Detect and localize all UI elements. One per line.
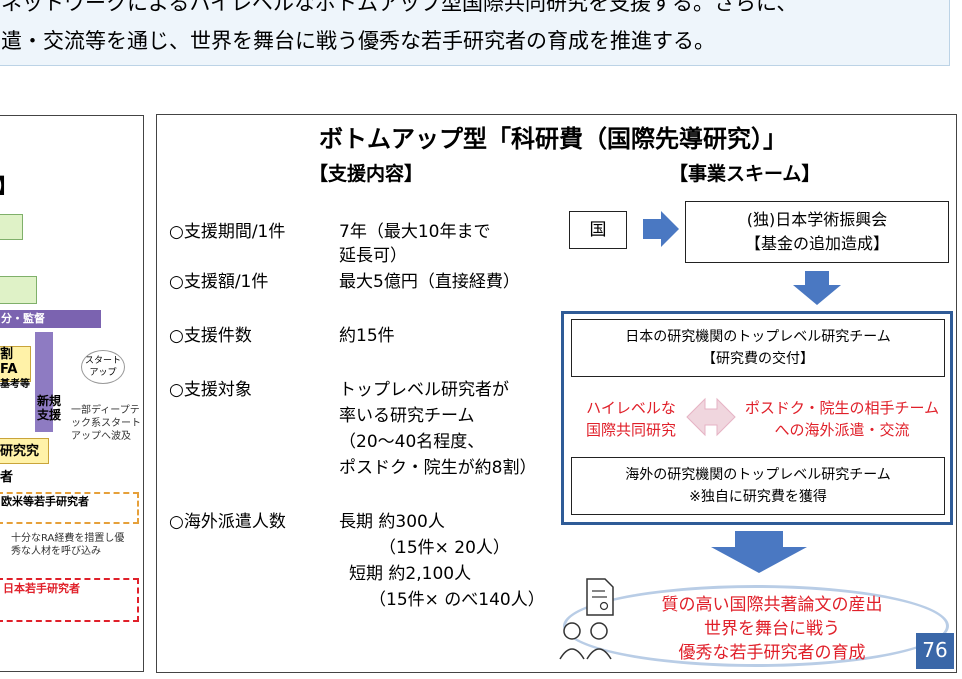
item-dispatch-value-4: （15件× のべ140人） (369, 590, 545, 610)
overseas-team-box: 海外の研究機関のトップレベル研究チーム ※独自に研究費を獲得 (571, 457, 945, 515)
left-bracket: 】 (0, 170, 17, 199)
intl-collab-text: ハイレベルな 国際共同研究 (571, 397, 691, 441)
researchers-icon (559, 622, 612, 660)
right-arrow-icon (643, 211, 679, 247)
jsps-label: (独)日本学術振興会 (746, 210, 888, 229)
green-box-1 (0, 214, 23, 240)
fund-label: 【基金の追加造成】 (744, 234, 889, 253)
main-title: ボトムアップ型「科研費（国際先導研究）」 (319, 125, 787, 153)
main-panel: ボトムアップ型「科研費（国際先導研究）」 【支援内容】 【事業スキーム】 ○支援… (156, 114, 957, 673)
western-researchers-box: 欧米等若手研究者 (0, 492, 139, 524)
item-target-value-4: ポスドク・院生が約8割） (339, 458, 537, 478)
outcome-line-1: 質の高い国際共著論文の産出 (661, 595, 883, 615)
item-dispatch-value-2: （15件× 20人） (379, 538, 510, 558)
ra-note: 十分なRA経費を措置し優秀な人材を呼び込み (11, 533, 125, 557)
intl-collab-line-2: 国際共同研究 (585, 421, 676, 439)
item-target-value: トップレベル研究者が (339, 380, 509, 400)
purple-arrow (35, 332, 53, 432)
item-target-value-2: 率いる研究チーム (339, 406, 475, 426)
overseas-note: ※独自に研究費を獲得 (689, 489, 827, 505)
new-support-label: 新規支援 (37, 394, 62, 422)
fa-label: 割FA (0, 347, 18, 377)
outcome-line-3: 優秀な若手研究者の育成 (678, 643, 866, 663)
outcome-line-2: 世界を舞台に戦う (704, 619, 840, 639)
overseas-team-label: 海外の研究機関のトップレベル研究チーム (625, 467, 891, 483)
item-count-value: 約15件 (339, 326, 395, 346)
green-box-2 (0, 276, 37, 304)
dispatch-line-1: ポスドク・院生の相手チーム (744, 399, 940, 417)
intro-line-1: ネットワークによるハイレベルなボトムアップ型国際共同研究を支援する。さらに、 (1, 0, 798, 15)
deeptech-note: 一部ディープテック系スタートアップへ波及 (71, 405, 141, 442)
item-count-label: ○支援件数 (169, 326, 252, 346)
scheme-heading: 【事業スキーム】 (669, 163, 821, 185)
jsps-box: (独)日本学術振興会 【基金の追加造成】 (685, 201, 949, 263)
support-heading: 【支援内容】 (309, 163, 424, 185)
intl-collab-line-1: ハイレベルな (586, 399, 676, 417)
left-panel: 】 分・監督 割FA 基考等 新規支援 スタートアップ 一部ディープテック系スタ… (0, 115, 144, 672)
item-target-label: ○支援対象 (169, 380, 252, 400)
researcher-box: 研究究者 (0, 438, 49, 485)
page-number-badge: 76 (916, 633, 954, 669)
big-down-arrow-icon (711, 531, 807, 573)
fa-sub: 基考等 (0, 379, 30, 390)
intro-banner: ネットワークによるハイレベルなボトムアップ型国際共同研究を支援する。さらに、 遣… (0, 0, 950, 66)
item-period-value: 7年（最大10年まで (339, 222, 491, 242)
exchange-arrows-icon (686, 397, 736, 437)
grant-label: 【研究費の交付】 (702, 351, 814, 367)
outcome-ellipse (563, 585, 949, 667)
item-target-value-3: （20～40名程度、 (339, 432, 485, 452)
item-amount-value: 最大5億円（直接経費） (339, 272, 520, 292)
intro-line-2: 遣・交流等を通じ、世界を舞台に戦う優秀な若手研究者の育成を推進する。 (1, 29, 715, 53)
country-box: 国 (569, 211, 627, 249)
down-arrow-icon (793, 271, 841, 305)
collaboration-frame (561, 311, 953, 525)
item-dispatch-value-3: 短期 約2,100人 (349, 564, 472, 584)
fa-box: 割FA 基考等 (0, 346, 31, 390)
item-amount-label: ○支援額/1件 (169, 272, 269, 292)
item-period-value-2: 延長可） (339, 246, 407, 266)
japanese-researchers-box: 日本若手研究者 (0, 578, 139, 622)
item-period-label: ○支援期間/1件 (169, 222, 286, 242)
jp-team-box: 日本の研究機関のトップレベル研究チーム 【研究費の交付】 (571, 319, 945, 377)
supervision-bar: 分・監督 (0, 310, 101, 328)
outcome-text: 質の高い国際共著論文の産出 世界を舞台に戦う 優秀な若手研究者の育成 (627, 593, 917, 665)
item-dispatch-label: ○海外派遣人数 (169, 512, 286, 532)
dispatch-line-2: への海外派遣・交流 (774, 421, 910, 439)
paper-icon (586, 578, 614, 616)
dispatch-text: ポスドク・院生の相手チーム への海外派遣・交流 (731, 397, 953, 441)
item-dispatch-value: 長期 約300人 (339, 512, 445, 532)
startup-bubble: スタートアップ (81, 350, 125, 384)
jp-team-label: 日本の研究機関のトップレベル研究チーム (625, 329, 891, 345)
